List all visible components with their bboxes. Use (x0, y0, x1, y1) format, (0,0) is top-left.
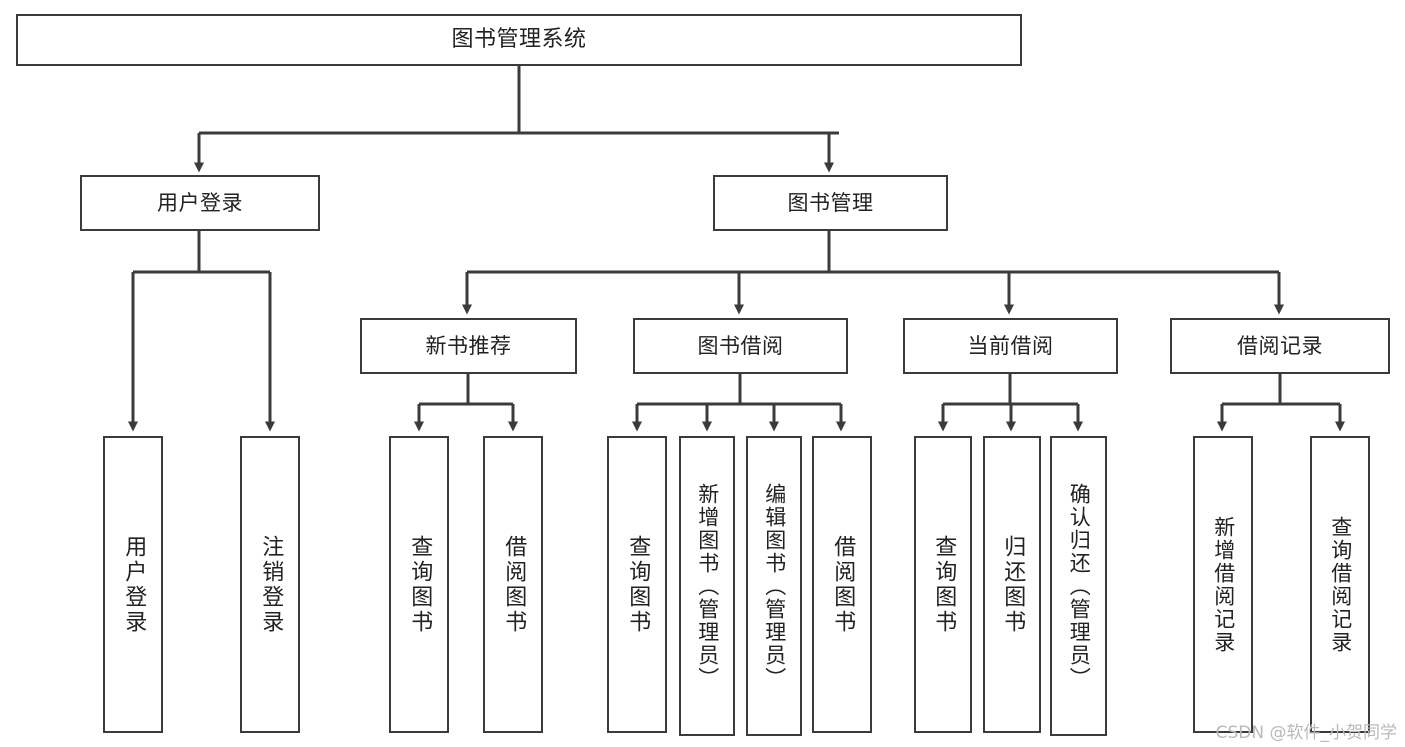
node-leaf-query-book-2[interactable]: 查询图书 (607, 436, 667, 733)
node-leaf-edit-book-label: 编辑图书（管理员） (762, 482, 787, 690)
node-leaf-query-record[interactable]: 查询借阅记录 (1310, 436, 1370, 733)
node-leaf-query-book-1[interactable]: 查询图书 (389, 436, 449, 733)
node-borrow-record[interactable]: 借阅记录 (1170, 318, 1390, 374)
node-leaf-confirm-return-label: 确认归还（管理员） (1067, 482, 1092, 690)
node-book-borrow[interactable]: 图书借阅 (633, 318, 848, 374)
node-leaf-add-book[interactable]: 新增图书（管理员） (679, 436, 735, 736)
node-borrow-record-label: 借阅记录 (1237, 333, 1323, 358)
node-leaf-return-book[interactable]: 归还图书 (983, 436, 1041, 733)
node-leaf-logout[interactable]: 注销登录 (240, 436, 300, 733)
node-leaf-return-book-label: 归还图书 (1000, 534, 1026, 635)
node-leaf-user-login[interactable]: 用户登录 (103, 436, 163, 733)
node-leaf-query-record-label: 查询借阅记录 (1328, 515, 1353, 654)
node-leaf-borrow-book-2-label: 借阅图书 (830, 534, 856, 635)
node-new-book-recommend[interactable]: 新书推荐 (360, 318, 577, 374)
node-leaf-query-book-2-label: 查询图书 (625, 534, 651, 635)
node-leaf-add-book-label: 新增图书（管理员） (695, 482, 720, 690)
node-leaf-query-book-3[interactable]: 查询图书 (914, 436, 972, 733)
node-leaf-logout-label: 注销登录 (258, 534, 284, 635)
node-leaf-add-record[interactable]: 新增借阅记录 (1193, 436, 1253, 733)
node-current-borrow[interactable]: 当前借阅 (903, 318, 1118, 374)
node-current-borrow-label: 当前借阅 (967, 333, 1054, 358)
node-leaf-user-login-label: 用户登录 (121, 534, 147, 635)
node-leaf-query-book-3-label: 查询图书 (931, 534, 957, 635)
node-user-login[interactable]: 用户登录 (80, 175, 320, 231)
node-leaf-borrow-book-1[interactable]: 借阅图书 (483, 436, 543, 733)
node-leaf-borrow-book-1-label: 借阅图书 (501, 534, 527, 635)
node-leaf-borrow-book-2[interactable]: 借阅图书 (812, 436, 872, 733)
node-root[interactable]: 图书管理系统 (16, 14, 1022, 66)
node-leaf-edit-book[interactable]: 编辑图书（管理员） (746, 436, 802, 736)
node-root-label: 图书管理系统 (451, 27, 587, 53)
node-book-borrow-label: 图书借阅 (697, 333, 784, 358)
node-user-login-label: 用户登录 (157, 190, 243, 215)
node-leaf-query-book-1-label: 查询图书 (407, 534, 433, 635)
node-book-manage-label: 图书管理 (787, 190, 874, 215)
csdn-watermark: CSDN @软件_小贺同学 (1215, 723, 1397, 743)
node-new-book-recommend-label: 新书推荐 (425, 333, 512, 358)
node-leaf-add-record-label: 新增借阅记录 (1211, 515, 1236, 654)
node-book-manage[interactable]: 图书管理 (713, 175, 948, 231)
node-leaf-confirm-return[interactable]: 确认归还（管理员） (1050, 436, 1107, 736)
